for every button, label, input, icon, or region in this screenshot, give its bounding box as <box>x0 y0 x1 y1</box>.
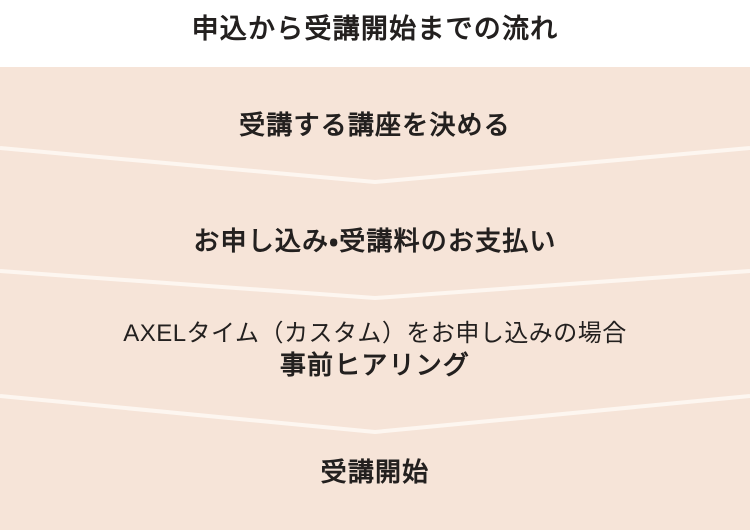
flow-steps-panel: 受講する講座を決める お申し込み・受講料のお支払い AXELタイム（カスタム）を… <box>0 67 750 530</box>
flow-step-4-line-1: 受講開始 <box>320 457 430 487</box>
flow-step-1-line-1: 受講する講座を決める <box>239 110 511 140</box>
flow-step-3: AXELタイム（カスタム）をお申し込みの場合事前ヒアリング <box>0 318 750 382</box>
divider-1 <box>0 146 750 185</box>
flow-step-4: 受講開始 <box>0 456 750 489</box>
page-title: 申込から受講開始までの流れ <box>191 13 559 44</box>
flow-step-1: 受講する講座を決める <box>0 109 750 142</box>
flow-step-3-line-1: AXELタイム（カスタム）をお申し込みの場合 <box>123 320 627 347</box>
flow-step-2: お申し込み・受講料のお支払い <box>0 225 750 258</box>
divider-3 <box>0 394 750 435</box>
flow-step-2-line-1: お申し込み・受講料のお支払い <box>193 226 557 256</box>
flow-header: 申込から受講開始までの流れ <box>0 0 750 67</box>
flow-step-3-line-2: 事前ヒアリング <box>279 350 471 381</box>
divider-2 <box>0 269 750 301</box>
